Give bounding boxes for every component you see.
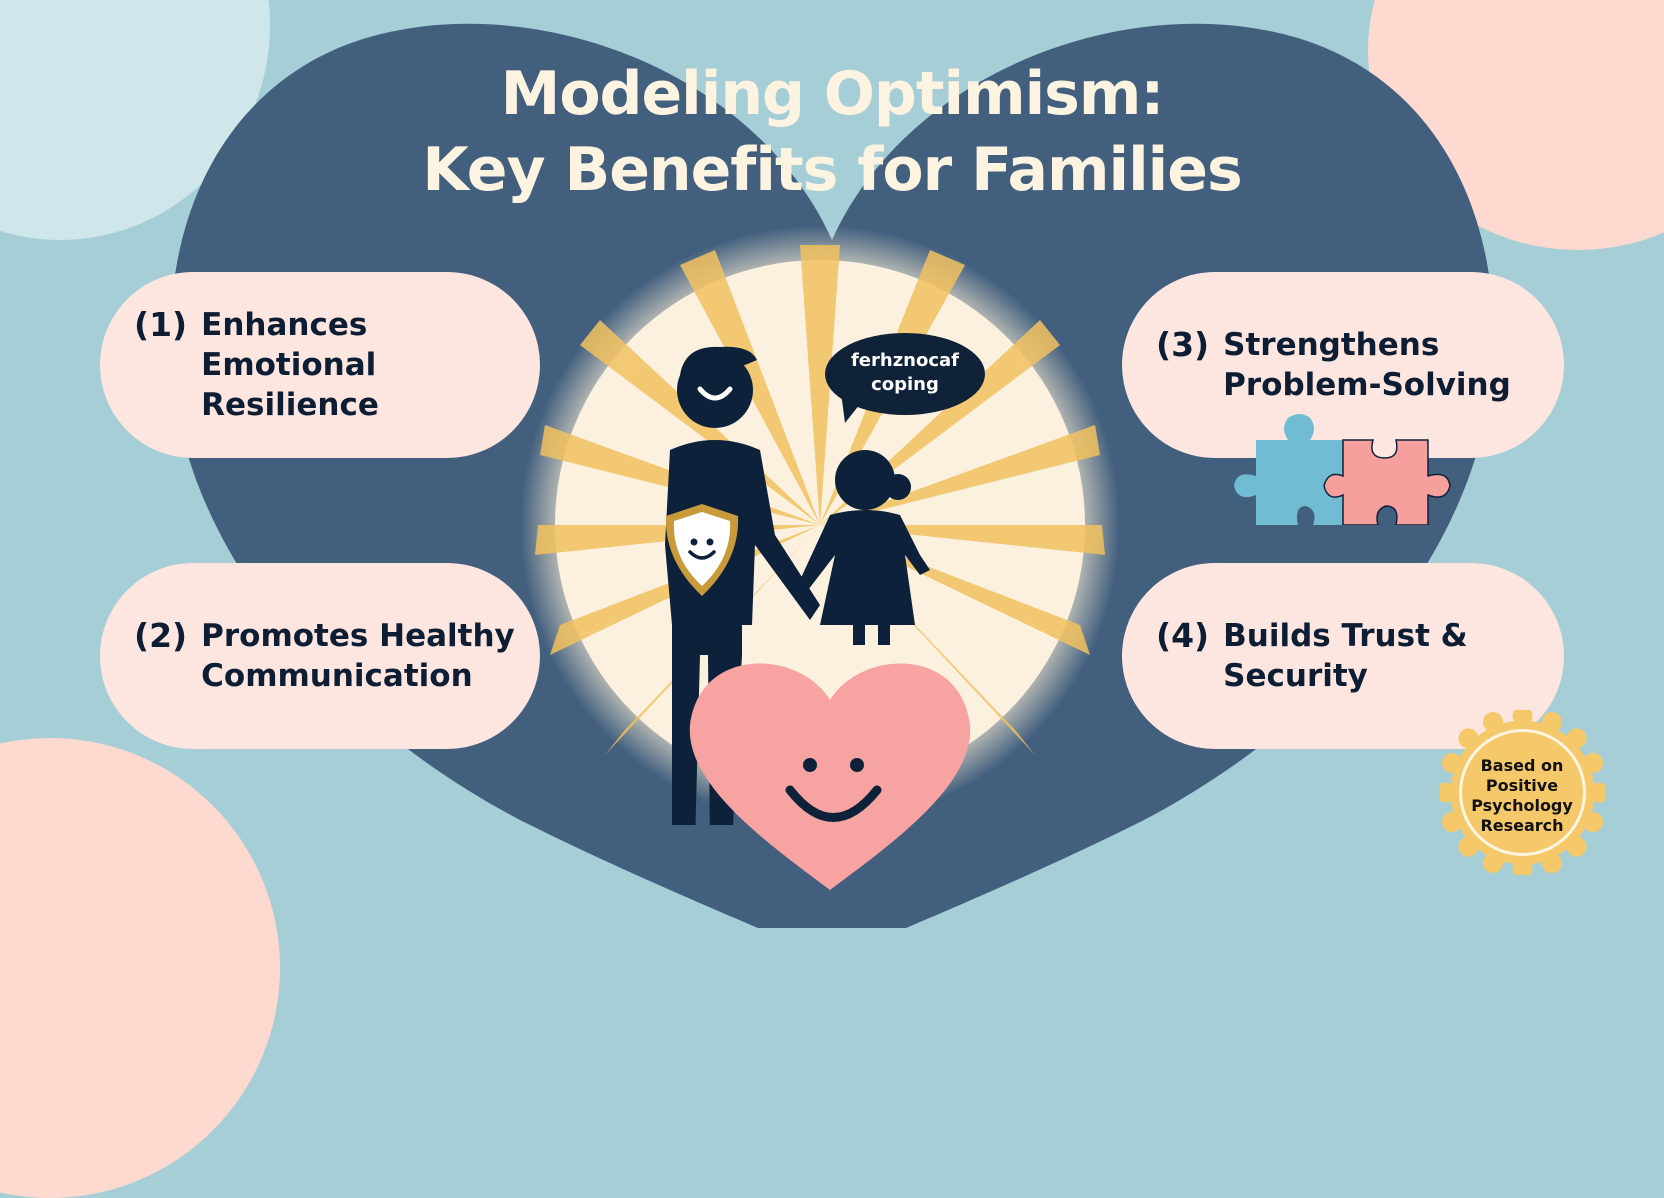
- benefit-number-4: (4): [1156, 616, 1210, 655]
- benefit-label-3: Strengthens Problem-Solving: [1223, 325, 1511, 405]
- benefit-4-line-2: Security: [1223, 658, 1368, 694]
- badge-line-2: Positive: [1485, 776, 1559, 795]
- benefit-card-3: (3) Strengthens Problem-Solving: [1122, 272, 1564, 458]
- research-badge-seal: [1440, 710, 1605, 875]
- benefit-number-3: (3): [1156, 325, 1210, 364]
- page-title: Modeling Optimism: Key Benefits for Fami…: [0, 56, 1664, 208]
- speech-bubble-line-2: coping: [871, 374, 939, 395]
- badge-line-3: Psychology: [1471, 796, 1573, 815]
- benefit-4-line-1: Builds Trust &: [1223, 618, 1468, 654]
- benefit-3-line-2: Problem-Solving: [1223, 367, 1511, 403]
- speech-bubble-line-1: ferhznocaf: [850, 350, 960, 371]
- speech-bubble: ferhznocaf coping: [825, 333, 985, 415]
- benefit-label-2: Promotes Healthy Communication: [201, 616, 515, 696]
- adult-smile: [697, 386, 733, 401]
- benefit-number-1: (1): [134, 305, 188, 344]
- benefit-label-4: Builds Trust & Security: [1223, 616, 1468, 696]
- benefit-card-2: (2) Promotes Healthy Communication: [100, 563, 540, 749]
- title-line-2: Key Benefits for Families: [422, 135, 1242, 205]
- benefit-number-2: (2): [134, 616, 188, 655]
- benefit-card-4: (4) Builds Trust & Security: [1122, 563, 1564, 749]
- benefit-2-line-1: Promotes Healthy: [201, 618, 515, 654]
- badge-line-1: Based on: [1480, 756, 1564, 775]
- title-line-1: Modeling Optimism:: [500, 59, 1165, 129]
- benefit-label-1: Enhances Emotional Resilience: [201, 305, 540, 425]
- puzzle-pieces-icon: [1234, 414, 1451, 525]
- research-badge: Based on Positive Psychology Research: [1452, 756, 1592, 836]
- benefit-2-line-2: Communication: [201, 658, 473, 694]
- benefit-1-line-2: Resilience: [201, 387, 379, 423]
- heart-smiley-icon: [689, 663, 971, 890]
- badge-line-4: Research: [1480, 816, 1564, 835]
- shield-smiley-icon: [665, 504, 739, 596]
- child-figure: [800, 450, 930, 645]
- benefit-3-line-1: Strengthens: [1223, 327, 1440, 363]
- benefit-1-line-1: Enhances Emotional: [201, 307, 377, 383]
- benefit-card-1: (1) Enhances Emotional Resilience: [100, 272, 540, 458]
